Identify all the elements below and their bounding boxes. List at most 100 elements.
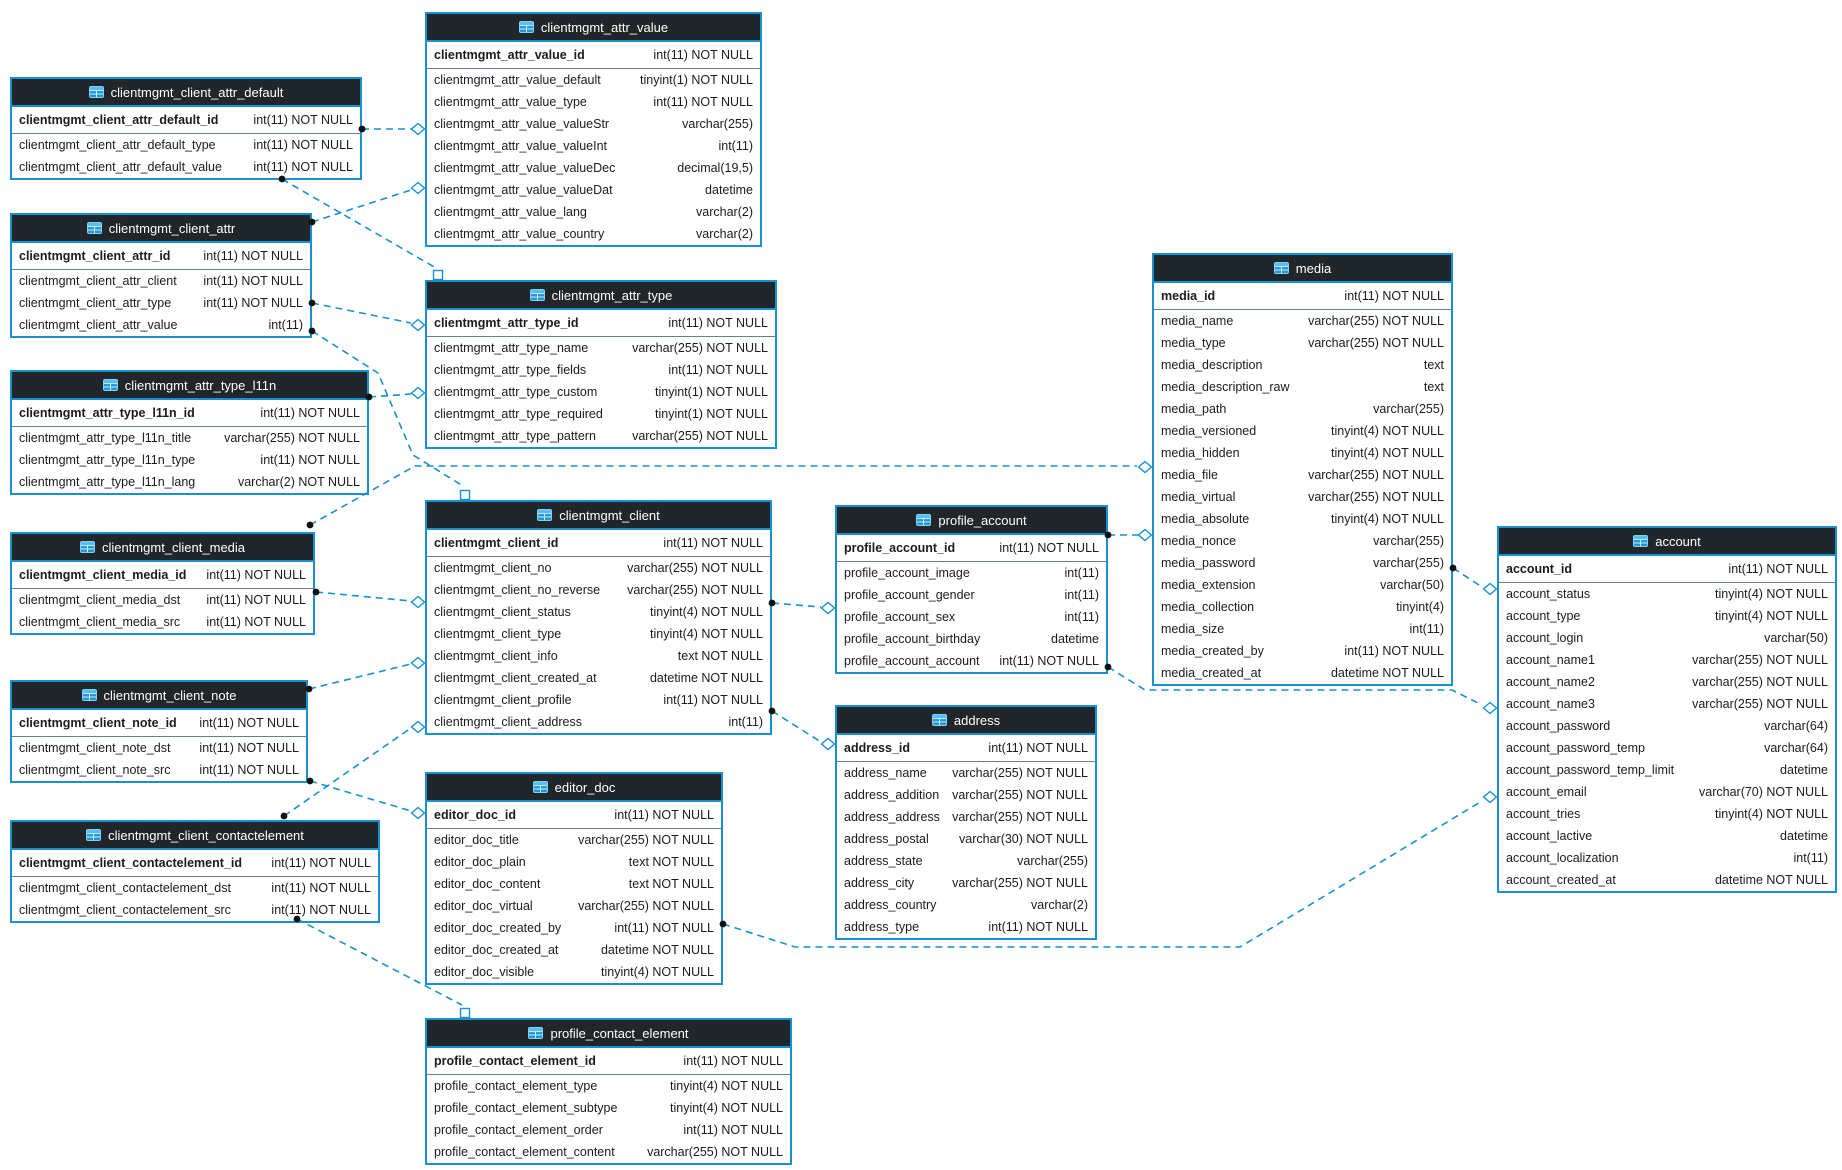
- primary-key-row[interactable]: clientmgmt_client_id int(11) NOT NULL: [427, 530, 770, 557]
- db-table-header[interactable]: profile_contact_element: [427, 1020, 790, 1048]
- column-row-clientmgmt_client_attr_type[interactable]: clientmgmt_client_attr_type int(11) NOT …: [12, 292, 310, 314]
- column-row-clientmgmt_client_media_src[interactable]: clientmgmt_client_media_src int(11) NOT …: [12, 611, 313, 633]
- relationship-clientmgmt_attr_type_l11n-to-clientmgmt_attr_type[interactable]: [365, 386, 426, 401]
- db-table-header[interactable]: clientmgmt_client_contactelement: [12, 822, 378, 850]
- column-row-clientmgmt_attr_type_l11n_lang[interactable]: clientmgmt_attr_type_l11n_lang varchar(2…: [12, 471, 367, 493]
- relationship-clientmgmt_client-to-address[interactable]: [768, 707, 836, 751]
- db-table-header[interactable]: clientmgmt_attr_type: [427, 282, 775, 310]
- db-table-header[interactable]: clientmgmt_client: [427, 502, 770, 530]
- db-table-clientmgmt_attr_type[interactable]: clientmgmt_attr_type clientmgmt_attr_typ…: [425, 280, 777, 449]
- primary-key-row[interactable]: clientmgmt_client_media_id int(11) NOT N…: [12, 562, 313, 589]
- db-table-header[interactable]: clientmgmt_client_media: [12, 534, 313, 562]
- column-row-media_password[interactable]: media_password varchar(255): [1154, 552, 1451, 574]
- column-row-media_path[interactable]: media_path varchar(255): [1154, 398, 1451, 420]
- column-row-address_state[interactable]: address_state varchar(255): [837, 850, 1095, 872]
- db-table-header[interactable]: clientmgmt_client_note: [12, 682, 306, 710]
- column-row-media_size[interactable]: media_size int(11): [1154, 618, 1451, 640]
- relationship-line[interactable]: [309, 780, 412, 812]
- db-table-header[interactable]: profile_account: [837, 507, 1106, 535]
- column-row-address_type[interactable]: address_type int(11) NOT NULL: [837, 916, 1095, 938]
- column-row-account_localization[interactable]: account_localization int(11): [1499, 847, 1835, 869]
- column-row-account_status[interactable]: account_status tinyint(4) NOT NULL: [1499, 583, 1835, 605]
- column-row-clientmgmt_attr_value_default[interactable]: clientmgmt_attr_value_default tinyint(1)…: [427, 69, 760, 91]
- db-table-header[interactable]: address: [837, 707, 1095, 735]
- column-row-clientmgmt_client_media_dst[interactable]: clientmgmt_client_media_dst int(11) NOT …: [12, 589, 313, 611]
- column-row-clientmgmt_attr_type_name[interactable]: clientmgmt_attr_type_name varchar(255) N…: [427, 337, 775, 359]
- column-row-account_password_temp[interactable]: account_password_temp varchar(64): [1499, 737, 1835, 759]
- column-row-profile_account_birthday[interactable]: profile_account_birthday datetime: [837, 628, 1106, 650]
- primary-key-row[interactable]: editor_doc_id int(11) NOT NULL: [427, 802, 721, 829]
- column-row-clientmgmt_client_no[interactable]: clientmgmt_client_no varchar(255) NOT NU…: [427, 557, 770, 579]
- db-table-account[interactable]: account account_id int(11) NOT NULL acco…: [1497, 526, 1837, 893]
- column-row-address_city[interactable]: address_city varchar(255) NOT NULL: [837, 872, 1095, 894]
- db-table-header[interactable]: account: [1499, 528, 1835, 556]
- column-row-media_extension[interactable]: media_extension varchar(50): [1154, 574, 1451, 596]
- column-row-address_address[interactable]: address_address varchar(255) NOT NULL: [837, 806, 1095, 828]
- relationship-line[interactable]: [315, 591, 412, 602]
- column-row-account_name3[interactable]: account_name3 varchar(255) NOT NULL: [1499, 693, 1835, 715]
- column-row-media_description_raw[interactable]: media_description_raw text: [1154, 376, 1451, 398]
- column-row-profile_contact_element_order[interactable]: profile_contact_element_order int(11) NO…: [427, 1119, 790, 1141]
- db-table-clientmgmt_attr_type_l11n[interactable]: clientmgmt_attr_type_l11n clientmgmt_att…: [10, 370, 369, 495]
- primary-key-row[interactable]: media_id int(11) NOT NULL: [1154, 283, 1451, 310]
- db-table-header[interactable]: clientmgmt_client_attr_default: [12, 79, 360, 107]
- column-row-clientmgmt_attr_type_custom[interactable]: clientmgmt_attr_type_custom tinyint(1) N…: [427, 381, 775, 403]
- relationship-clientmgmt_client_attr-to-clientmgmt_attr_value[interactable]: [308, 181, 426, 226]
- db-table-profile_contact_element[interactable]: profile_contact_element profile_contact_…: [425, 1018, 792, 1165]
- column-row-clientmgmt_client_status[interactable]: clientmgmt_client_status tinyint(4) NOT …: [427, 601, 770, 623]
- column-row-clientmgmt_client_info[interactable]: clientmgmt_client_info text NOT NULL: [427, 645, 770, 667]
- column-row-clientmgmt_client_note_src[interactable]: clientmgmt_client_note_src int(11) NOT N…: [12, 759, 306, 781]
- db-table-editor_doc[interactable]: editor_doc editor_doc_id int(11) NOT NUL…: [425, 772, 723, 985]
- column-row-clientmgmt_client_profile[interactable]: clientmgmt_client_profile int(11) NOT NU…: [427, 689, 770, 711]
- db-table-clientmgmt_client_note[interactable]: clientmgmt_client_note clientmgmt_client…: [10, 680, 308, 783]
- relationship-clientmgmt_client_media-to-clientmgmt_client[interactable]: [312, 588, 426, 609]
- db-table-clientmgmt_client[interactable]: clientmgmt_client clientmgmt_client_id i…: [425, 500, 772, 735]
- relationship-clientmgmt_client-to-profile_account[interactable]: [768, 599, 836, 615]
- column-row-editor_doc_created_by[interactable]: editor_doc_created_by int(11) NOT NULL: [427, 917, 721, 939]
- column-row-clientmgmt_client_contactelement_dst[interactable]: clientmgmt_client_contactelement_dst int…: [12, 877, 378, 899]
- primary-key-row[interactable]: clientmgmt_attr_type_l11n_id int(11) NOT…: [12, 400, 367, 427]
- column-row-editor_doc_plain[interactable]: editor_doc_plain text NOT NULL: [427, 851, 721, 873]
- column-row-clientmgmt_attr_type_l11n_type[interactable]: clientmgmt_attr_type_l11n_type int(11) N…: [12, 449, 367, 471]
- relationship-clientmgmt_client_note-to-clientmgmt_client[interactable]: [305, 656, 426, 693]
- column-row-clientmgmt_attr_value_country[interactable]: clientmgmt_attr_value_country varchar(2): [427, 223, 760, 245]
- relationship-line[interactable]: [368, 393, 412, 398]
- column-row-media_hidden[interactable]: media_hidden tinyint(4) NOT NULL: [1154, 442, 1451, 464]
- column-row-editor_doc_content[interactable]: editor_doc_content text NOT NULL: [427, 873, 721, 895]
- column-row-clientmgmt_attr_value_type[interactable]: clientmgmt_attr_value_type int(11) NOT N…: [427, 91, 760, 113]
- relationship-clientmgmt_client_note-to-editor_doc[interactable]: [306, 777, 426, 820]
- column-row-clientmgmt_attr_value_lang[interactable]: clientmgmt_attr_value_lang varchar(2): [427, 201, 760, 223]
- column-row-editor_doc_created_at[interactable]: editor_doc_created_at datetime NOT NULL: [427, 939, 721, 961]
- column-row-clientmgmt_attr_value_valueStr[interactable]: clientmgmt_attr_value_valueStr varchar(2…: [427, 113, 760, 135]
- column-row-profile_account_gender[interactable]: profile_account_gender int(11): [837, 584, 1106, 606]
- column-row-account_email[interactable]: account_email varchar(70) NOT NULL: [1499, 781, 1835, 803]
- db-table-clientmgmt_client_attr[interactable]: clientmgmt_client_attr clientmgmt_client…: [10, 213, 312, 338]
- db-table-media[interactable]: media media_id int(11) NOT NULL media_na…: [1152, 253, 1453, 686]
- primary-key-row[interactable]: account_id int(11) NOT NULL: [1499, 556, 1835, 583]
- db-table-clientmgmt_attr_value[interactable]: clientmgmt_attr_value clientmgmt_attr_va…: [425, 12, 762, 247]
- column-row-account_name1[interactable]: account_name1 varchar(255) NOT NULL: [1499, 649, 1835, 671]
- column-row-profile_account_image[interactable]: profile_account_image int(11): [837, 562, 1106, 584]
- primary-key-row[interactable]: profile_account_id int(11) NOT NULL: [837, 535, 1106, 562]
- primary-key-row[interactable]: clientmgmt_attr_type_id int(11) NOT NULL: [427, 310, 775, 337]
- column-row-profile_contact_element_type[interactable]: profile_contact_element_type tinyint(4) …: [427, 1075, 790, 1097]
- column-row-clientmgmt_client_attr_default_type[interactable]: clientmgmt_client_attr_default_type int(…: [12, 134, 360, 156]
- column-row-clientmgmt_client_type[interactable]: clientmgmt_client_type tinyint(4) NOT NU…: [427, 623, 770, 645]
- primary-key-row[interactable]: clientmgmt_client_contactelement_id int(…: [12, 850, 378, 877]
- column-row-media_versioned[interactable]: media_versioned tinyint(4) NOT NULL: [1154, 420, 1451, 442]
- column-row-clientmgmt_attr_value_valueDec[interactable]: clientmgmt_attr_value_valueDec decimal(1…: [427, 157, 760, 179]
- primary-key-row[interactable]: clientmgmt_client_attr_default_id int(11…: [12, 107, 360, 134]
- column-row-media_nonce[interactable]: media_nonce varchar(255): [1154, 530, 1451, 552]
- column-row-address_country[interactable]: address_country varchar(2): [837, 894, 1095, 916]
- column-row-media_created_at[interactable]: media_created_at datetime NOT NULL: [1154, 662, 1451, 684]
- relationship-clientmgmt_client_attr-to-clientmgmt_attr_type[interactable]: [308, 299, 426, 332]
- column-row-clientmgmt_client_address[interactable]: clientmgmt_client_address int(11): [427, 711, 770, 733]
- relationship-line[interactable]: [311, 302, 412, 324]
- relationship-line[interactable]: [1452, 567, 1483, 588]
- column-row-clientmgmt_client_attr_value[interactable]: clientmgmt_client_attr_value int(11): [12, 314, 310, 336]
- relationship-line[interactable]: [308, 663, 412, 690]
- db-table-profile_account[interactable]: profile_account profile_account_id int(1…: [835, 505, 1108, 674]
- column-row-media_virtual[interactable]: media_virtual varchar(255) NOT NULL: [1154, 486, 1451, 508]
- primary-key-row[interactable]: profile_contact_element_id int(11) NOT N…: [427, 1048, 790, 1075]
- column-row-media_description[interactable]: media_description text: [1154, 354, 1451, 376]
